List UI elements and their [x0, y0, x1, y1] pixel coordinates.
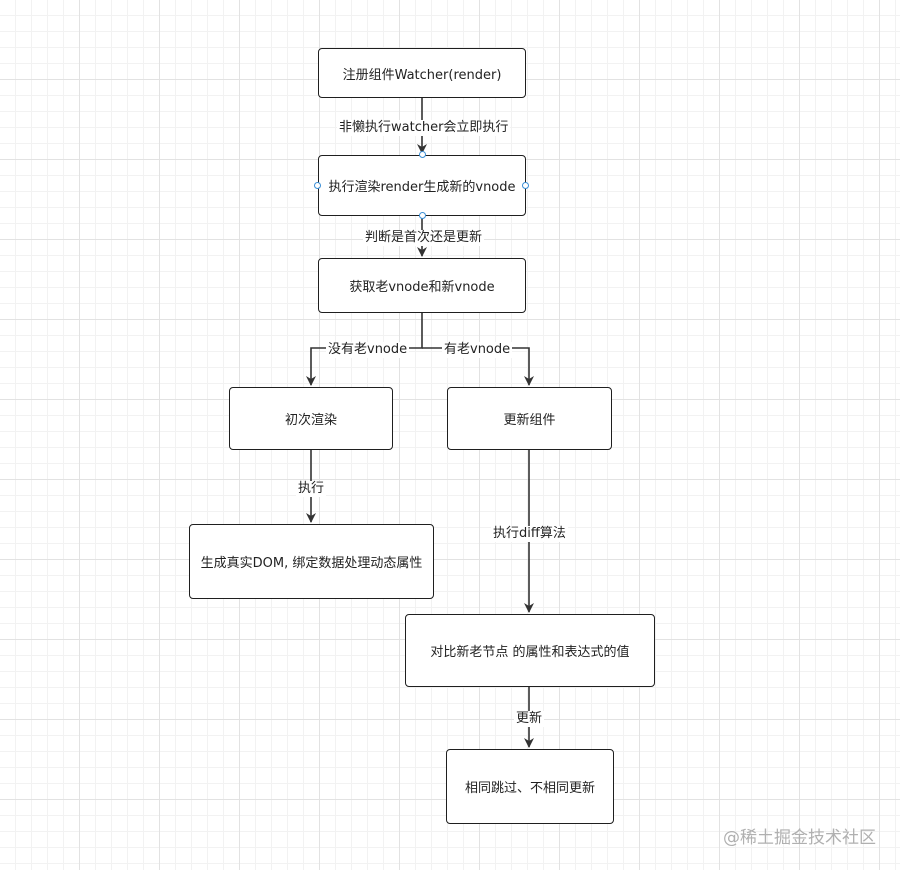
connection-handle-bottom[interactable] — [419, 212, 426, 219]
node-generate-dom-label: 生成真实DOM, 绑定数据处理动态属性 — [200, 556, 423, 571]
edge-label-execute-diff: 执行diff算法 — [491, 526, 568, 542]
connection-handle-left[interactable] — [314, 182, 321, 189]
node-generate-dom[interactable]: 生成真实DOM, 绑定数据处理动态属性 — [189, 524, 434, 599]
node-update-component[interactable]: 更新组件 — [447, 387, 612, 450]
edge-label-non-lazy-exec: 非懒执行watcher会立即执行 — [337, 120, 511, 136]
node-get-vnodes[interactable]: 获取老vnode和新vnode — [318, 258, 526, 313]
connection-handle-right[interactable] — [522, 182, 529, 189]
node-register-watcher-label: 注册组件Watcher(render) — [342, 67, 502, 83]
node-compare-nodes-label: 对比新老节点 的属性和表达式的值 — [430, 645, 630, 660]
node-execute-render-label: 执行渲染render生成新的vnode — [328, 180, 516, 195]
node-get-vnodes-label: 获取老vnode和新vnode — [349, 280, 495, 295]
edge-label-no-old-vnode: 没有老vnode — [326, 342, 410, 358]
node-compare-nodes[interactable]: 对比新老节点 的属性和表达式的值 — [405, 614, 655, 687]
node-skip-or-update[interactable]: 相同跳过、不相同更新 — [446, 749, 614, 824]
connection-handle-top[interactable] — [419, 151, 426, 158]
edge-label-has-old-vnode: 有老vnode — [442, 342, 513, 358]
node-update-component-label: 更新组件 — [503, 413, 556, 428]
node-execute-render[interactable]: 执行渲染render生成新的vnode — [318, 155, 526, 216]
node-initial-render-label: 初次渲染 — [284, 413, 337, 428]
node-register-watcher[interactable]: 注册组件Watcher(render) — [318, 48, 526, 98]
edge-label-judge-first: 判断是首次还是更新 — [363, 230, 485, 246]
watermark: @稀土掘金技术社区 — [723, 828, 876, 848]
edge-label-update: 更新 — [514, 711, 545, 727]
node-initial-render[interactable]: 初次渲染 — [229, 387, 393, 450]
edge-label-execute: 执行 — [296, 481, 327, 497]
node-skip-or-update-label: 相同跳过、不相同更新 — [464, 781, 595, 796]
